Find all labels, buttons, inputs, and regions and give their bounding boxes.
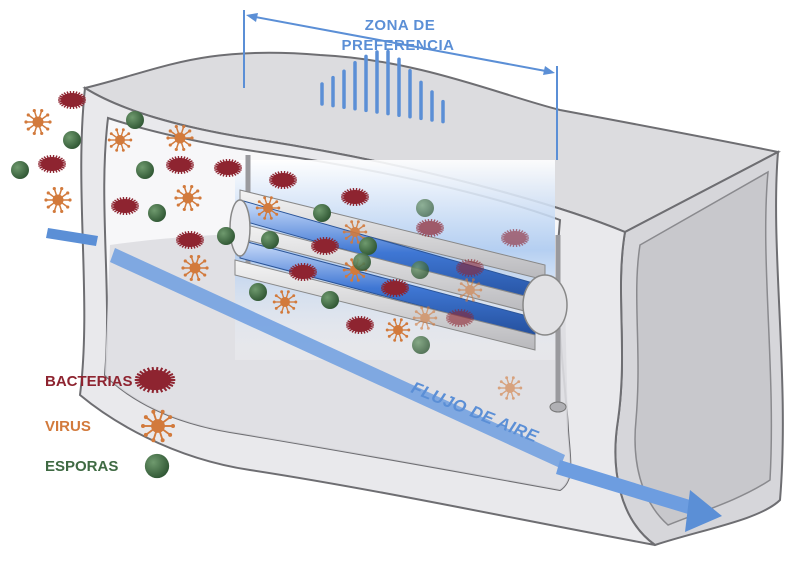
virus-icon	[107, 128, 133, 152]
legend-bacteria-icon	[134, 366, 176, 394]
zone-arrowhead-right	[543, 66, 555, 75]
spore-icon	[313, 204, 331, 222]
lamp-end-cap	[229, 199, 251, 257]
spore-icon	[353, 253, 371, 271]
zone-label-line2: PREFERENCIA	[341, 37, 454, 54]
bacteria-icon	[166, 155, 194, 175]
legend-virus-icon	[141, 409, 175, 443]
bacteria-icon	[446, 308, 474, 328]
virus-icon	[24, 108, 52, 136]
spore-icon	[412, 336, 430, 354]
bacteria-icon	[176, 230, 204, 250]
virus-icon	[166, 124, 194, 152]
virus-icon	[174, 184, 202, 212]
lamp-post-foot	[549, 401, 567, 413]
lamp-rail	[234, 259, 536, 351]
bacteria-icon	[501, 228, 529, 248]
virus-icon	[497, 376, 523, 400]
spore-icon	[416, 199, 434, 217]
spore-icon	[217, 227, 235, 245]
spore-icon	[321, 291, 339, 309]
duct-end-inner	[634, 170, 773, 526]
bacteria-icon	[289, 262, 317, 282]
zone-arrowhead-left	[246, 13, 258, 22]
bacteria-icon	[214, 158, 242, 178]
zone-arrow	[249, 15, 552, 73]
spore-icon	[11, 161, 29, 179]
virus-icon	[385, 318, 411, 342]
legend-label-bacteria: BACTERIAS	[45, 373, 133, 390]
bacteria-icon	[381, 278, 409, 298]
virus-icon	[44, 186, 72, 214]
bacteria-icon	[311, 236, 339, 256]
bacteria-icon	[346, 315, 374, 335]
legend-spore-icon	[144, 453, 170, 479]
spore-icon	[249, 283, 267, 301]
bacteria-icon	[38, 154, 66, 174]
particles	[11, 90, 529, 400]
flow-arrow-icon	[46, 228, 98, 246]
virus-icon	[272, 290, 298, 314]
bacteria-icon	[416, 218, 444, 238]
bacteria-icon	[58, 90, 86, 110]
flow-arrow-icon	[556, 460, 690, 514]
bacteria-icon	[269, 170, 297, 190]
flow-arrow-icon	[685, 490, 722, 532]
legend: BACTERIAS VIRUS ESPORAS	[45, 366, 176, 479]
virus-icon	[457, 278, 483, 302]
spore-icon	[148, 204, 166, 222]
spore-icon	[63, 131, 81, 149]
preference-zone: ZONA DE PREFERENCIA	[243, 10, 558, 160]
bacteria-icon	[111, 196, 139, 216]
spore-icon	[411, 261, 429, 279]
legend-label-spore: ESPORAS	[45, 458, 118, 475]
virus-icon	[255, 196, 281, 220]
virus-icon	[342, 220, 368, 244]
spore-icon	[136, 161, 154, 179]
spore-icon	[359, 237, 377, 255]
lamp-end-cap	[522, 274, 568, 336]
spore-icon	[144, 453, 170, 479]
virus-icon	[181, 254, 209, 282]
bacteria-icon	[456, 258, 484, 278]
bacteria-icon	[341, 187, 369, 207]
zone-label-line1: ZONA DE	[365, 17, 435, 34]
intensity-bars	[320, 49, 445, 124]
spore-icon	[126, 111, 144, 129]
virus-icon	[141, 409, 175, 443]
virus-icon	[412, 306, 438, 330]
spore-icon	[261, 231, 279, 249]
legend-label-virus: VIRUS	[45, 418, 91, 435]
bacteria-icon	[134, 366, 176, 394]
flow-arrow-icon	[110, 248, 565, 468]
